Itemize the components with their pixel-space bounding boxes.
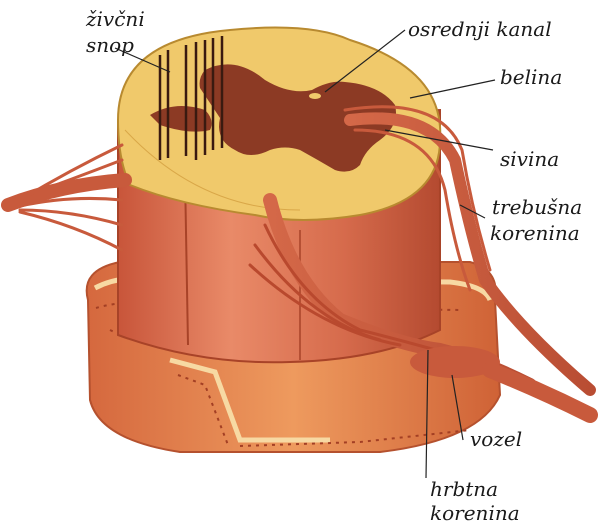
label-ganglion: vozel — [470, 428, 522, 450]
label-nerve-bundle-line1: živčni — [86, 8, 145, 30]
label-gray-matter: sivina — [500, 148, 559, 170]
label-central-canal: osrednji kanal — [408, 18, 552, 40]
label-ventral-root-line1: trebušna — [492, 196, 582, 218]
label-dorsal-root-line2: korenina — [430, 502, 520, 524]
left-nerve-root — [8, 145, 125, 250]
label-dorsal-root-line1: hrbtna — [430, 478, 498, 500]
label-ventral-root-line2: korenina — [490, 222, 580, 244]
central-canal — [309, 93, 321, 99]
label-white-matter: belina — [500, 66, 562, 88]
label-nerve-bundle-line2: snop — [86, 34, 134, 56]
